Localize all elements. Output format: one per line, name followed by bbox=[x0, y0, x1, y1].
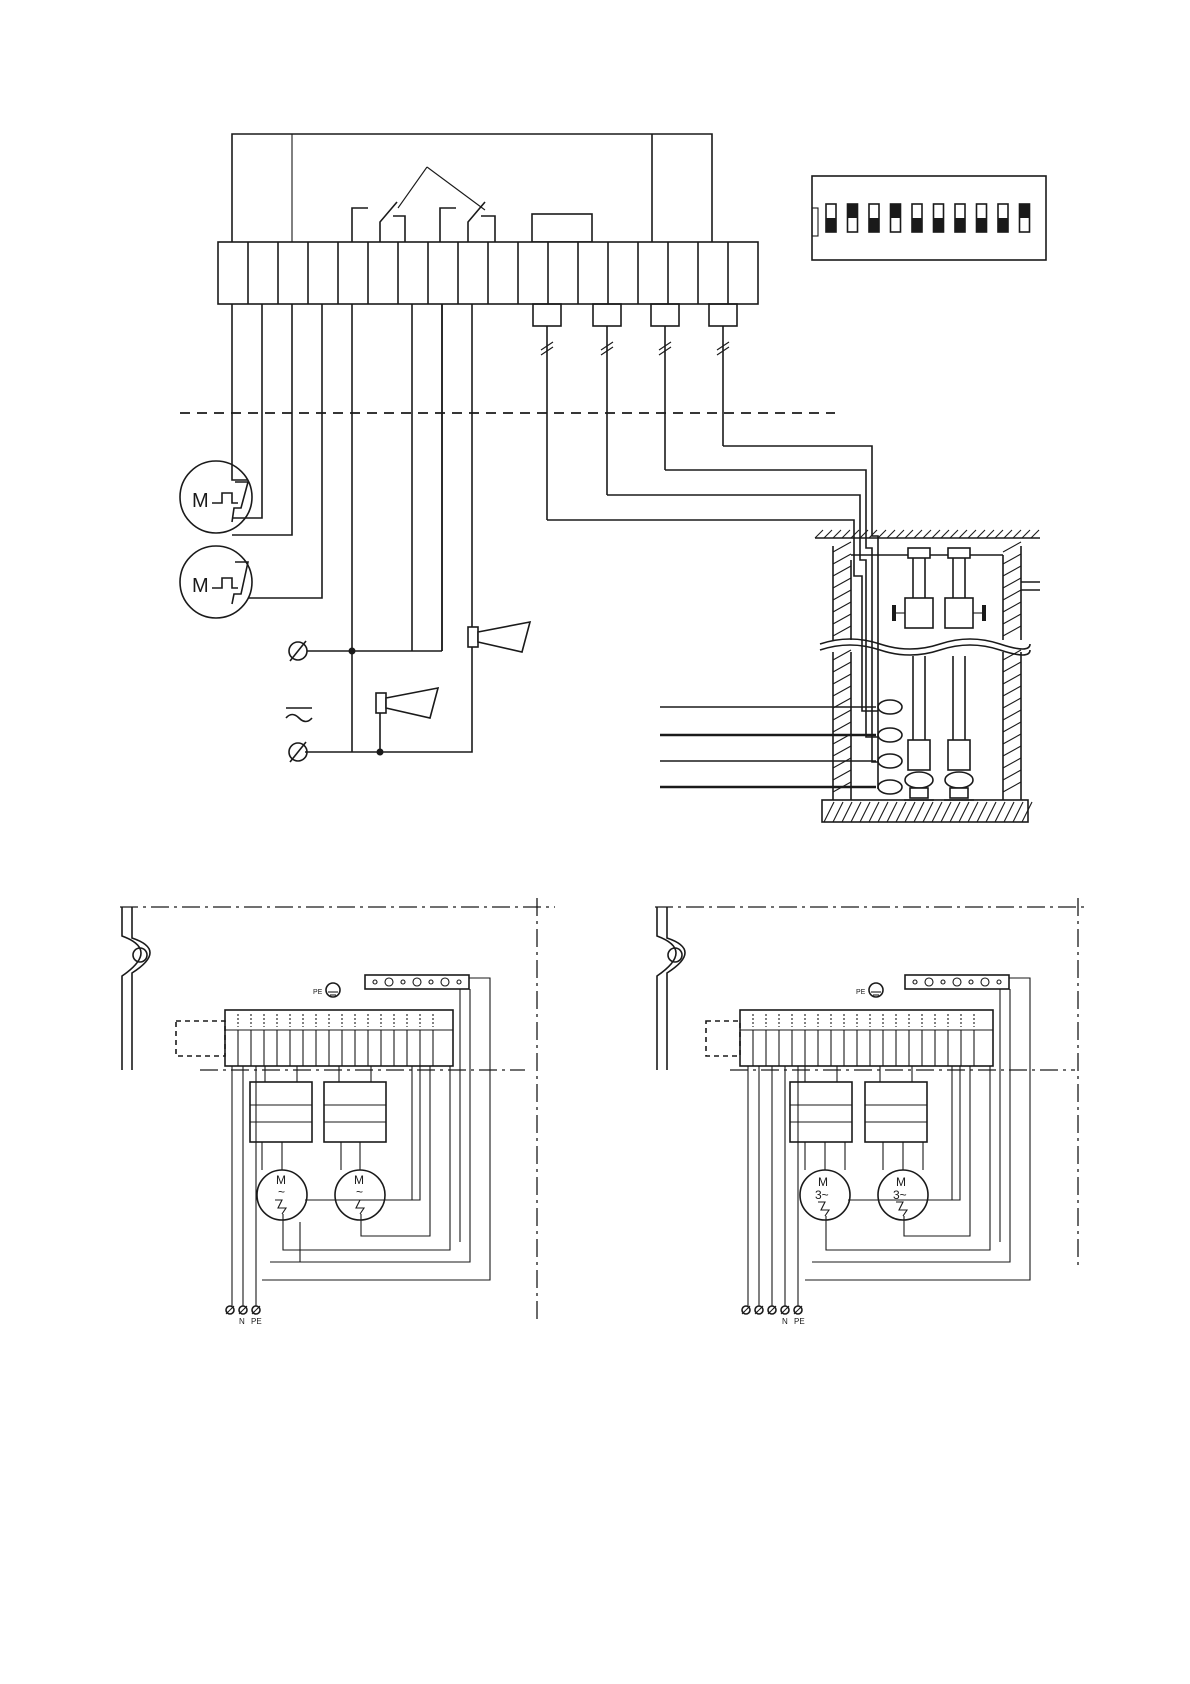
motor-label: M bbox=[192, 490, 209, 512]
earth-label: PE bbox=[856, 989, 866, 996]
float-switch-icon bbox=[878, 780, 902, 794]
supply-terminals: N PE bbox=[742, 1306, 805, 1326]
horn-icon bbox=[468, 622, 530, 652]
terminal-pe: PE bbox=[251, 1317, 262, 1326]
motor-icon: M ~ bbox=[257, 1170, 307, 1220]
motor-label: M bbox=[192, 575, 209, 597]
supply-terminal-top bbox=[289, 641, 442, 661]
earth-icon: PE bbox=[313, 983, 340, 997]
relay-contacts bbox=[352, 167, 592, 242]
ac-symbol bbox=[286, 708, 312, 722]
earth-label: PE bbox=[313, 989, 323, 996]
earth-icon: PE bbox=[856, 983, 883, 997]
float-switch-icon bbox=[878, 728, 902, 742]
motor-label: M bbox=[896, 1175, 906, 1189]
pump-icon bbox=[892, 548, 934, 800]
pump-shaft bbox=[660, 530, 1040, 822]
terminal-n: N bbox=[782, 1317, 788, 1326]
motor-2: M bbox=[180, 546, 252, 618]
terminal-pe: PE bbox=[794, 1317, 805, 1326]
phase-symbol: ~ bbox=[278, 1185, 285, 1199]
control-panel-schematic: M M bbox=[180, 134, 1046, 789]
cable-glands bbox=[533, 304, 737, 520]
float-switch-icon bbox=[878, 754, 902, 768]
horn-icon bbox=[376, 688, 438, 718]
three-phase-wiring: PE M 3~ M 3~ bbox=[655, 898, 1085, 1326]
single-phase-wiring: PE M ~ M ~ N PE bbox=[120, 898, 555, 1326]
motor-icon: M ~ bbox=[335, 1170, 385, 1220]
motor-icon: M 3~ bbox=[878, 1170, 928, 1220]
terminal-strip bbox=[218, 242, 758, 304]
motor-1: M bbox=[180, 461, 252, 533]
float-switch-icon bbox=[878, 700, 902, 714]
dip-switch-icon bbox=[812, 176, 1046, 260]
motor-icon: M 3~ bbox=[800, 1170, 850, 1220]
phase-symbol: 3~ bbox=[815, 1188, 829, 1202]
motor-label: M bbox=[818, 1175, 828, 1189]
terminal-n: N bbox=[239, 1317, 245, 1326]
supply-terminals: N PE bbox=[226, 1306, 262, 1326]
phase-symbol: ~ bbox=[356, 1185, 363, 1199]
pump-icon bbox=[944, 548, 986, 800]
